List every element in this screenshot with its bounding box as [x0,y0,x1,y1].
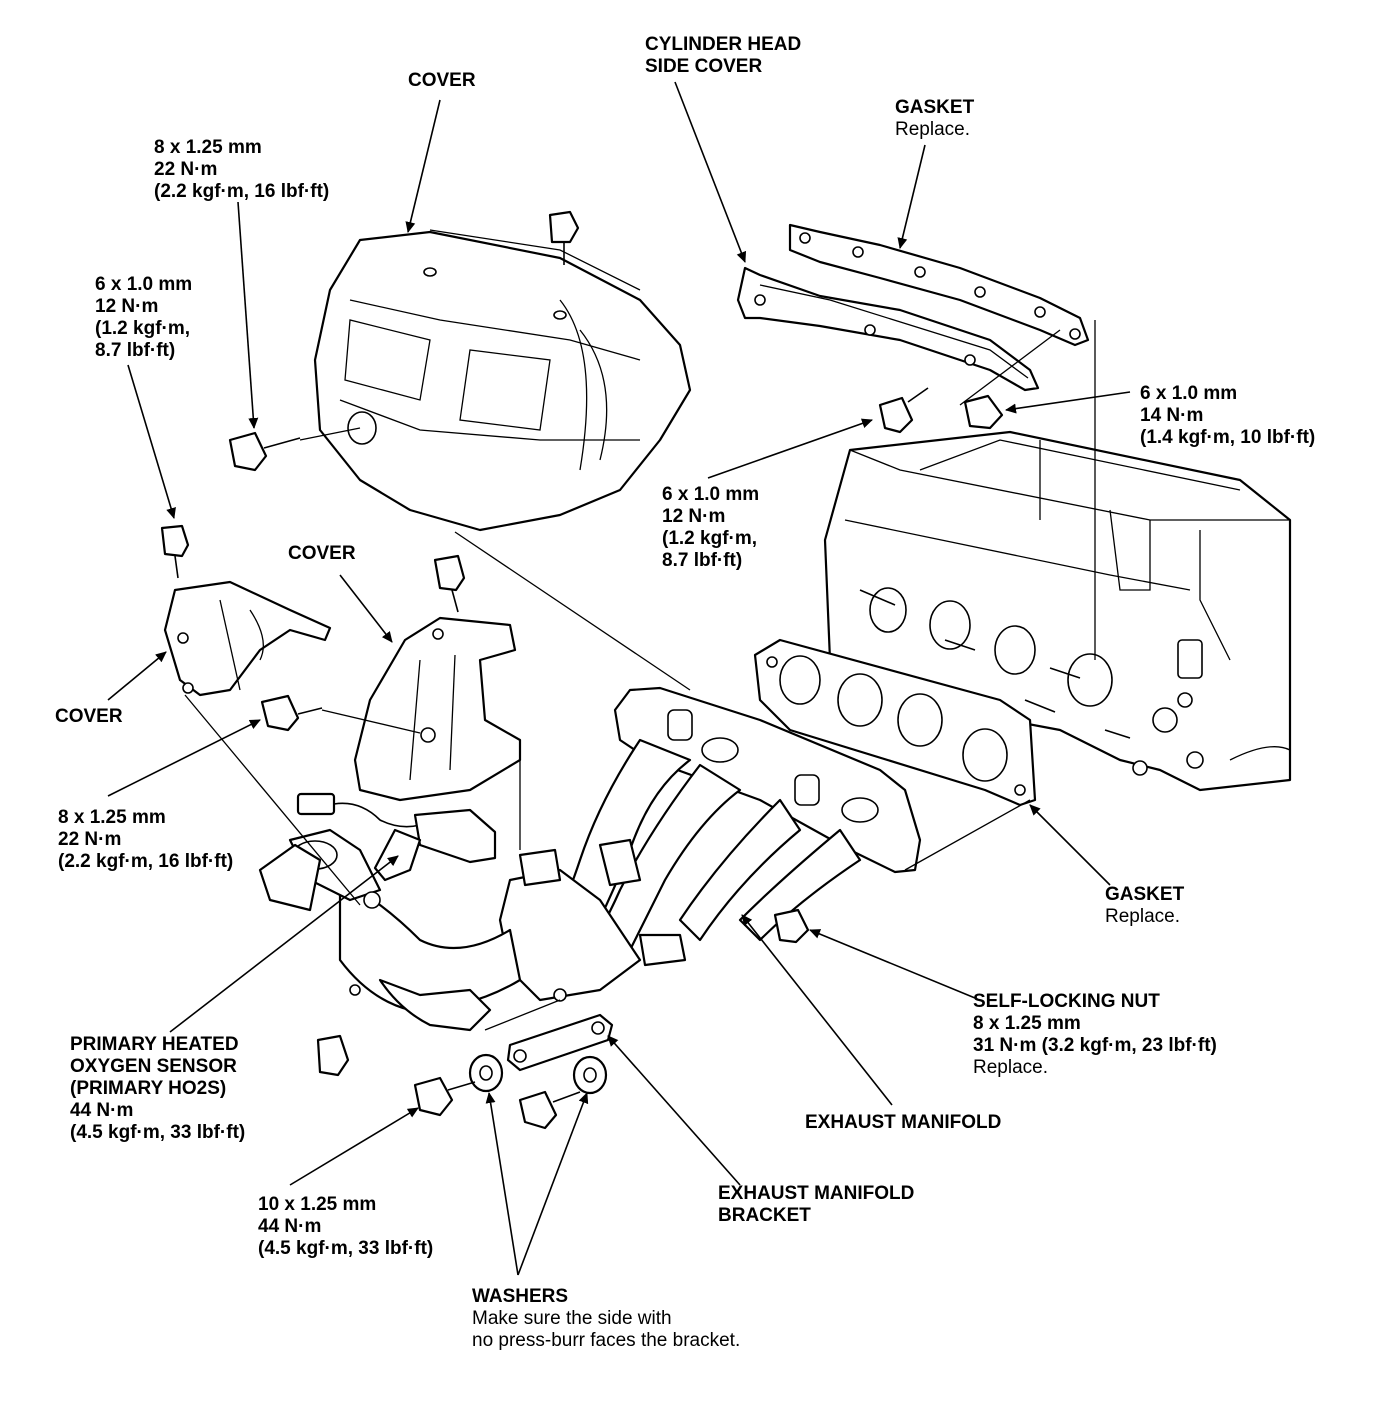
label-line: (2.2 kgf·m, 16 lbf·ft) [58,851,234,872]
label-line: 10 x 1.25 mm [258,1194,377,1215]
label-line: SIDE COVER [645,56,763,77]
label-exhaust-manifold-bracket: EXHAUST MANIFOLD BRACKET [718,1183,914,1227]
label-line: (1.4 kgf·m, 10 lbf·ft) [1140,427,1316,448]
label-line: 8.7 lbf·ft) [95,340,176,361]
exhaust-manifold-body [258,686,922,1032]
label-line: 22 N·m [58,829,122,850]
side-cover-gasket [788,223,1090,347]
label-line: 8 x 1.25 mm [58,807,166,828]
left-cover [163,580,332,697]
label-title: WASHERS [472,1286,569,1307]
label-line: (PRIMARY HO2S) [70,1078,227,1099]
label-line: (1.2 kgf·m, [662,528,758,549]
label-line: (2.2 kgf·m, 16 lbf·ft) [154,181,330,202]
manifold-bracket [506,1013,614,1072]
label-title: GASKET [895,97,975,118]
label-gasket-bottom: GASKET Replace. [1105,884,1184,928]
label-line: 12 N·m [662,506,726,527]
label-cover-middle: COVER [288,543,356,565]
label-line: COVER [288,543,356,564]
label-line: (4.5 kgf·m, 33 lbf·ft) [258,1238,434,1259]
label-line: 6 x 1.0 mm [1140,383,1238,404]
manifold-gasket [753,638,1037,807]
label-note: Replace. [895,119,970,140]
washers [468,1053,608,1095]
label-line: (4.5 kgf·m, 33 lbf·ft) [70,1122,246,1143]
label-cover-top: COVER [408,70,476,92]
label-line: 44 N·m [258,1216,322,1237]
label-bolt-6x10-mid: 6 x 1.0 mm 12 N·m (1.2 kgf·m, 8.7 lbf·ft… [662,484,759,572]
label-cylinder-head-side-cover: CYLINDER HEAD SIDE COVER [645,34,801,78]
label-bolt-8x125-left: 8 x 1.25 mm 22 N·m (2.2 kgf·m, 16 lbf·ft… [58,807,233,873]
label-cover-left: COVER [55,706,123,728]
label-line: 8 x 1.25 mm [973,1013,1081,1034]
label-line: 31 N·m (3.2 kgf·m, 23 lbf·ft) [973,1035,1217,1056]
label-line: BRACKET [718,1205,811,1226]
label-note: no press-burr faces the bracket. [472,1330,741,1351]
label-line: COVER [55,706,123,727]
fasteners [160,210,1004,1077]
label-exhaust-manifold: EXHAUST MANIFOLD [805,1112,1001,1134]
label-self-locking-nut: SELF-LOCKING NUT 8 x 1.25 mm 31 N·m (3.2… [973,991,1217,1079]
label-line: 8 x 1.25 mm [154,137,262,158]
label-washers: WASHERS Make sure the side with no press… [472,1286,740,1352]
label-line: (1.2 kgf·m, [95,318,191,339]
leader-arrows [107,81,1131,1276]
label-line: 6 x 1.0 mm [662,484,760,505]
label-line: EXHAUST MANIFOLD [718,1183,915,1204]
label-note: Replace. [1105,906,1180,927]
oxygen-sensor [296,792,497,882]
label-note: Make sure the side with [472,1308,672,1329]
label-line: 6 x 1.0 mm [95,274,193,295]
label-line: 44 N·m [70,1100,134,1121]
label-note: Replace. [973,1057,1048,1078]
assembly-guide-lines [184,229,1096,1031]
label-line: EXHAUST MANIFOLD [805,1112,1002,1133]
label-bolt-8x125-top: 8 x 1.25 mm 22 N·m (2.2 kgf·m, 16 lbf·ft… [154,137,329,203]
label-primary-ho2s: PRIMARY HEATED OXYGEN SENSOR (PRIMARY HO… [70,1034,245,1144]
label-line: COVER [408,70,476,91]
label-nut-6x10-right: 6 x 1.0 mm 14 N·m (1.4 kgf·m, 10 lbf·ft) [1140,383,1315,449]
label-line: SELF-LOCKING NUT [973,991,1160,1012]
label-line: 22 N·m [154,159,218,180]
label-line: 8.7 lbf·ft) [662,550,743,571]
cylinder-head-side-cover [736,266,1040,392]
label-line: CYLINDER HEAD [645,34,802,55]
label-gasket-top: GASKET Replace. [895,97,974,141]
label-line: PRIMARY HEATED [70,1034,239,1055]
label-line: 14 N·m [1140,405,1204,426]
upper-cover [313,230,692,532]
label-bolt-6x10-left: 6 x 1.0 mm 12 N·m (1.2 kgf·m, 8.7 lbf·ft… [95,274,192,362]
middle-cover [353,616,522,802]
label-line: OXYGEN SENSOR [70,1056,237,1077]
bracket-bolts [413,1076,581,1130]
label-title: GASKET [1105,884,1185,905]
label-bolt-10x125: 10 x 1.25 mm 44 N·m (4.5 kgf·m, 33 lbf·f… [258,1194,433,1260]
label-line: 12 N·m [95,296,159,317]
